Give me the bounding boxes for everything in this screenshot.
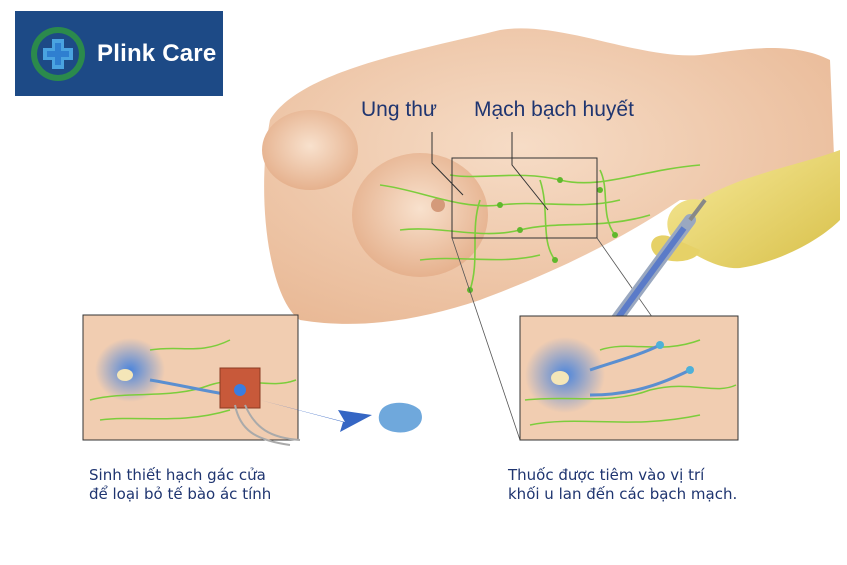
plink-care-logo-icon [31,26,85,81]
breast-right-shape [352,153,488,277]
caption-biopsy-line-1: Sinh thiết hạch gác cửa [89,466,266,484]
caption-injection-line-2: khối u lan đến các bạch mạch. [508,485,738,503]
brand-logo: Plink Care [15,11,223,96]
lymph-pointer-line [511,132,549,211]
cancer-pointer-line [431,132,464,196]
caption-injection: Thuốc được tiêm vào vị trí khối u lan đế… [508,466,737,504]
breast-left-shape [262,110,358,190]
zoom-region-box [451,157,598,239]
caption-injection-line-1: Thuốc được tiêm vào vị trí [508,466,705,484]
torso-shape [264,28,835,324]
brand-name: Plink Care [97,39,217,67]
label-lymph-vessel: Mạch bạch huyết [474,98,634,121]
inset-biopsy-panel [82,314,422,446]
caption-biopsy: Sinh thiết hạch gác cửa để loại bỏ tế bà… [89,466,271,504]
lymph-nodes-torso [467,177,618,293]
label-cancer: Ung thư [361,98,437,121]
inset-injection-panel [519,315,739,441]
caption-biopsy-line-2: để loại bỏ tế bào ác tính [89,485,272,503]
